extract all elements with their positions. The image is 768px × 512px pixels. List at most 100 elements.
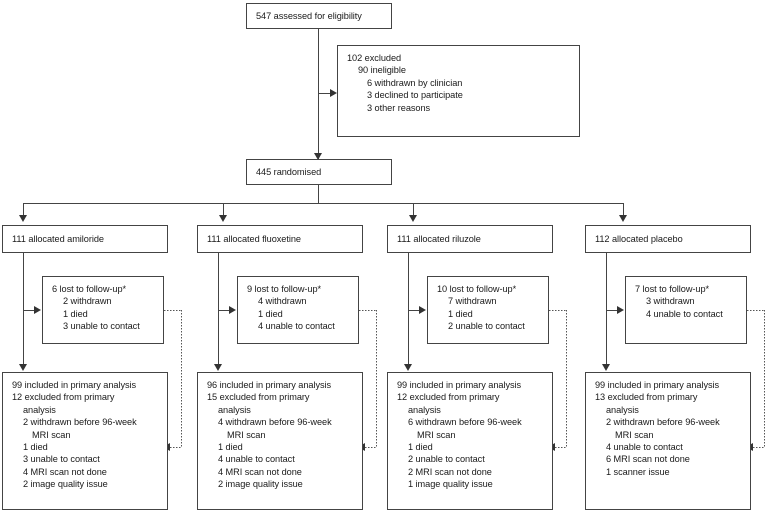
box-randomised: 445 randomised: [246, 159, 392, 185]
dotted-riluzole-out: [549, 310, 567, 311]
box-lost-placebo: 7 lost to follow-up* 3 withdrawn 4 unabl…: [625, 276, 747, 344]
arrowhead-placebo-lost: [617, 306, 624, 314]
arrowhead-riluzole-lost: [419, 306, 426, 314]
arrowhead-to-randomised: [314, 153, 322, 160]
connector-allocation-bus: [23, 203, 623, 204]
assessed-line-0: 547 assessed for eligibility: [256, 11, 362, 22]
box-allocation-placebo: 112 allocated placebo: [585, 225, 751, 253]
analysis-placebo-line-6: 6 MRI scan not done: [606, 454, 690, 465]
connector-to-excluded: [318, 93, 334, 94]
analysis-fluoxetine-line-6: 4 unable to contact: [218, 454, 295, 465]
allocation-riluzole-line-0: 111 allocated riluzole: [397, 234, 481, 245]
connector-bus-drop-placebo: [623, 203, 624, 219]
dotted-fluoxetine-out: [359, 310, 377, 311]
connector-randomised-stem: [318, 185, 319, 204]
arrowhead-allocation-amiloride: [19, 215, 27, 222]
connector-placebo-to-lost: [606, 310, 620, 311]
excluded-line-3: 3 declined to participate: [367, 90, 463, 101]
arrowhead-fluoxetine-lost: [229, 306, 236, 314]
dotted-fluoxetine-in: [365, 447, 377, 448]
connector-fluoxetine-to-lost: [218, 310, 232, 311]
lost-riluzole-line-3: 2 unable to contact: [448, 321, 525, 332]
lost-amiloride-line-3: 3 unable to contact: [63, 321, 140, 332]
analysis-amiloride-line-1: 12 excluded from primary: [12, 392, 115, 403]
excluded-line-1: 90 ineligible: [358, 65, 406, 76]
dotted-placebo-in: [753, 447, 765, 448]
analysis-amiloride-line-0: 99 included in primary analysis: [12, 380, 137, 390]
box-lost-fluoxetine: 9 lost to follow-up* 4 withdrawn 1 died …: [237, 276, 359, 344]
connector-assessed-to-randomised: [318, 29, 319, 159]
analysis-amiloride-line-7: 4 MRI scan not done: [23, 466, 107, 477]
connector-riluzole-spine: [408, 253, 409, 366]
dotted-amiloride-out: [164, 310, 182, 311]
analysis-fluoxetine-line-0: 96 included in primary analysis: [207, 380, 332, 390]
analysis-riluzole-line-1: 12 excluded from primary: [397, 392, 500, 403]
analysis-fluoxetine-line-2: analysis: [218, 404, 251, 415]
arrowhead-to-excluded: [330, 89, 337, 97]
connector-bus-drop-riluzole: [413, 203, 414, 219]
analysis-fluoxetine-line-1: 15 excluded from primary: [207, 392, 310, 403]
lost-placebo-line-2: 4 unable to contact: [646, 308, 723, 319]
lost-riluzole-line-0: 10 lost to follow-up*: [437, 284, 517, 294]
lost-amiloride-line-1: 2 withdrawn: [63, 296, 112, 307]
analysis-riluzole-line-6: 2 unable to contact: [408, 454, 485, 465]
analysis-placebo-line-0: 99 included in primary analysis: [595, 380, 720, 390]
arrowhead-allocation-riluzole: [409, 215, 417, 222]
arrowhead-riluzole-analysis: [404, 364, 412, 371]
arrowhead-placebo-analysis: [602, 364, 610, 371]
allocation-placebo-line-0: 112 allocated placebo: [595, 234, 683, 245]
box-analysis-amiloride: 99 included in primary analysis 12 exclu…: [2, 372, 168, 510]
analysis-amiloride-line-5: 1 died: [23, 442, 48, 453]
randomised-line-0: 445 randomised: [256, 167, 322, 178]
analysis-amiloride-line-3: 2 withdrawn before 96-week: [23, 417, 137, 428]
box-allocation-riluzole: 111 allocated riluzole: [387, 225, 553, 253]
arrowhead-allocation-placebo: [619, 215, 627, 222]
connector-amiloride-spine: [23, 253, 24, 366]
analysis-fluoxetine-line-3: 4 withdrawn before 96-week: [218, 417, 332, 428]
dotted-fluoxetine-down: [376, 310, 377, 447]
analysis-placebo-line-2: analysis: [606, 404, 639, 415]
arrowhead-amiloride-lost: [34, 306, 41, 314]
dotted-riluzole-in: [555, 447, 567, 448]
arrowhead-allocation-fluoxetine: [219, 215, 227, 222]
analysis-fluoxetine-line-8: 2 image quality issue: [218, 479, 303, 490]
lost-amiloride-line-2: 1 died: [63, 308, 88, 319]
excluded-line-4: 3 other reasons: [367, 102, 431, 113]
box-analysis-riluzole: 99 included in primary analysis 12 exclu…: [387, 372, 553, 510]
allocation-amiloride-line-0: 111 allocated amiloride: [12, 234, 104, 245]
analysis-placebo-line-4: MRI scan: [615, 429, 654, 440]
analysis-riluzole-line-2: analysis: [408, 404, 441, 415]
lost-placebo-line-1: 3 withdrawn: [646, 296, 695, 307]
box-assessed-for-eligibility: 547 assessed for eligibility: [246, 3, 392, 29]
lost-riluzole-line-2: 1 died: [448, 308, 473, 319]
box-analysis-placebo: 99 included in primary analysis 13 exclu…: [585, 372, 751, 510]
lost-fluoxetine-line-0: 9 lost to follow-up*: [247, 284, 322, 294]
excluded-line-0: 102 excluded: [347, 53, 402, 63]
connector-riluzole-to-lost: [408, 310, 422, 311]
box-lost-amiloride: 6 lost to follow-up* 2 withdrawn 1 died …: [42, 276, 164, 344]
analysis-riluzole-line-8: 1 image quality issue: [408, 479, 493, 490]
connector-bus-drop-fluoxetine: [223, 203, 224, 219]
analysis-amiloride-line-8: 2 image quality issue: [23, 479, 108, 490]
lost-placebo-line-0: 7 lost to follow-up*: [635, 284, 710, 294]
dotted-amiloride-down: [181, 310, 182, 447]
box-lost-riluzole: 10 lost to follow-up* 7 withdrawn 1 died…: [427, 276, 549, 344]
analysis-riluzole-line-7: 2 MRI scan not done: [408, 466, 492, 477]
box-analysis-fluoxetine: 96 included in primary analysis 15 exclu…: [197, 372, 363, 510]
analysis-placebo-line-7: 1 scanner issue: [606, 466, 670, 477]
analysis-placebo-line-1: 13 excluded from primary: [595, 392, 698, 403]
analysis-placebo-line-3: 2 withdrawn before 96-week: [606, 417, 720, 428]
connector-placebo-spine: [606, 253, 607, 366]
box-excluded: 102 excluded 90 ineligible 6 withdrawn b…: [337, 45, 580, 137]
connector-fluoxetine-spine: [218, 253, 219, 366]
analysis-amiloride-line-4: MRI scan: [32, 429, 71, 440]
arrowhead-amiloride-analysis: [19, 364, 27, 371]
connector-bus-drop-amiloride: [23, 203, 24, 219]
box-allocation-amiloride: 111 allocated amiloride: [2, 225, 168, 253]
arrowhead-fluoxetine-analysis: [214, 364, 222, 371]
dotted-amiloride-in: [170, 447, 182, 448]
analysis-amiloride-line-6: 3 unable to contact: [23, 454, 100, 465]
analysis-placebo-line-5: 4 unable to contact: [606, 442, 683, 453]
analysis-riluzole-line-5: 1 died: [408, 442, 433, 453]
